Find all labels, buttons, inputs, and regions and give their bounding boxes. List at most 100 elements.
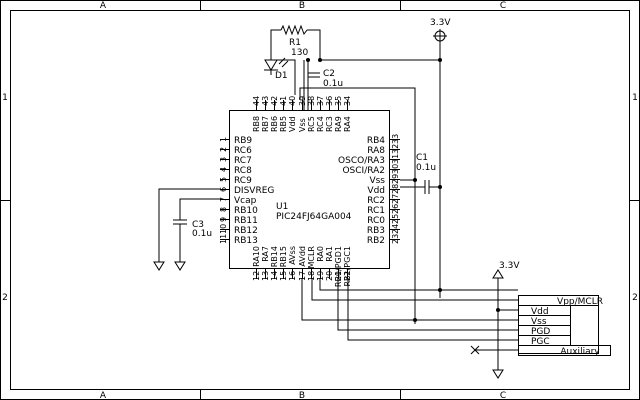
u1-pin-34-name: RA4	[343, 116, 352, 132]
u1-pin-41-number: 41	[279, 96, 288, 106]
connector-row-4-label: PGD	[531, 327, 550, 337]
c3-ref: C3	[192, 220, 204, 230]
u1-pin-8-name: RB10	[234, 206, 258, 216]
u1-bottom-pins: 12RA1013RA714RB1415RB1516AVss17AVdd18MCL…	[252, 246, 352, 288]
zone-col-top-a: A	[100, 1, 107, 11]
u1-pin-34-number: 34	[343, 96, 352, 106]
u1-pin-31-name: OSCO/RA3	[338, 156, 385, 166]
u1-pin-17-name: AVdd	[298, 246, 307, 267]
connector-row-1-label: Vpp/MCLR	[557, 297, 603, 307]
u1-pin-32-number: 32	[391, 144, 400, 154]
r1-resistor-symbol	[280, 24, 308, 36]
u1-pin-44-name: RB8	[252, 116, 261, 132]
u1-pin-36-name: RC3	[325, 116, 334, 132]
u1-pin-21-number: 21	[334, 271, 343, 281]
u1-pin-20-name: RA1	[325, 246, 334, 262]
u1-pin-2-number: 2	[219, 147, 228, 152]
c2-ref: C2	[323, 69, 335, 79]
u1-pin-37-number: 37	[316, 96, 325, 106]
u1-pin-35-number: 35	[334, 96, 343, 106]
u1-part: PIC24FJ64GA004	[276, 212, 352, 222]
u1-pin-25-name: RC0	[367, 216, 385, 226]
u1-pin-12-name: RA10	[252, 246, 261, 267]
wires-bottom	[301, 278, 518, 370]
u1-ref: U1	[276, 202, 288, 212]
u1-pin-32-name: RA8	[367, 146, 385, 156]
u1-pin-22-number: 22	[343, 271, 352, 281]
u1-pin-19-number: 19	[316, 271, 325, 281]
u1-pin-35-name: RA9	[334, 116, 343, 132]
u1-pin-40-name: Vdd	[288, 116, 297, 132]
u1-pin-41-name: RB5	[279, 116, 288, 132]
u1-pin-39-name: Vss	[298, 118, 307, 132]
zone-row-left-1: 1	[2, 93, 8, 103]
u1-pin-18-name: MCLR	[307, 246, 316, 269]
u1-pin-6-number: 6	[219, 187, 228, 192]
u1-pin-24-number: 24	[391, 224, 400, 234]
u1-pin-16-name: AVss	[288, 246, 297, 265]
u1-pin-3-name: RC7	[234, 156, 252, 166]
u1-pin-4-name: RC8	[234, 166, 252, 176]
connector-row-3-label: Vss	[531, 317, 547, 327]
u1-pin-10-number: 10	[219, 224, 228, 234]
u1-pin-10-name: RB12	[234, 226, 258, 236]
u1-pin-23-number: 23	[391, 234, 400, 244]
ground-c3-symbol	[174, 261, 186, 271]
u1-top-pins: 44RB843RB742RB641RB540Vdd39Vss38RC537RC4…	[252, 96, 352, 132]
power-3v3-top-symbol	[433, 29, 447, 43]
zone-row-right-1: 1	[632, 93, 638, 103]
u1-pin-27-name: RC2	[367, 196, 385, 206]
connector-row-6-label: Auxiliary	[560, 347, 600, 357]
connector-row-2-label: Vdd	[531, 307, 549, 317]
u1-pin-6-name: DISVREG	[234, 186, 274, 196]
u1-pin-42-number: 42	[270, 96, 279, 106]
u1-pin-26-number: 26	[391, 204, 400, 214]
ground-disvreg-symbol	[153, 261, 165, 271]
u1-pin-40-number: 40	[288, 96, 297, 106]
c3-value: 0.1u	[192, 229, 212, 239]
zone-col-top-c: C	[500, 1, 506, 11]
r1-value: 130	[291, 48, 308, 58]
u1-pin-39-number: 39	[298, 96, 307, 106]
u1-pin-14-name: RB14	[270, 246, 279, 267]
c2-value: 0.1u	[323, 79, 343, 89]
zone-col-bottom-a: A	[100, 391, 107, 400]
u1-pin-2-name: RC6	[234, 146, 252, 156]
u1-pin-16-number: 16	[288, 271, 297, 281]
zone-col-bottom-b: B	[299, 391, 305, 400]
u1-pin-11-number: 11	[219, 234, 228, 244]
zone-row-right-2: 2	[632, 293, 638, 303]
u1-pin-1-name: RB9	[234, 136, 252, 146]
d1-ref: D1	[275, 71, 288, 81]
connector-row-5-label: PGC	[531, 337, 550, 347]
power-3v3-conn-symbol	[492, 269, 504, 279]
u1-pin-26-name: RC1	[367, 206, 385, 216]
u1-pin-38-name: RC5	[307, 116, 316, 132]
u1-pin-21-name: RB0/PGD1	[334, 246, 343, 287]
u1-pin-18-number: 18	[307, 271, 316, 281]
u1-pin-4-number: 4	[219, 167, 228, 172]
u1-pin-7-number: 7	[219, 197, 228, 202]
u1-pin-22-name: RB1/PGC1	[343, 246, 352, 287]
power-3v3-top-label: 3.3V	[430, 18, 451, 28]
ground-conn-symbol	[492, 369, 504, 379]
c1-ref: C1	[416, 153, 428, 163]
connector-row-6-box	[518, 345, 611, 356]
u1-pin-33-name: RB4	[367, 136, 385, 146]
r1-ref: R1	[289, 38, 301, 48]
power-3v3-conn-label: 3.3V	[499, 261, 520, 271]
u1-pin-13-number: 13	[261, 271, 270, 281]
u1-pin-15-number: 15	[279, 271, 288, 281]
u1-pin-30-number: 30	[391, 164, 400, 174]
u1-pin-8-number: 8	[219, 207, 228, 212]
zone-col-bottom-c: C	[500, 391, 506, 400]
wires-left	[158, 188, 220, 262]
u1-pin-31-number: 31	[391, 154, 400, 164]
u1-pin-43-name: RB7	[261, 116, 270, 132]
u1-pin-43-number: 43	[261, 96, 270, 106]
u1-pin-14-number: 14	[270, 271, 279, 281]
